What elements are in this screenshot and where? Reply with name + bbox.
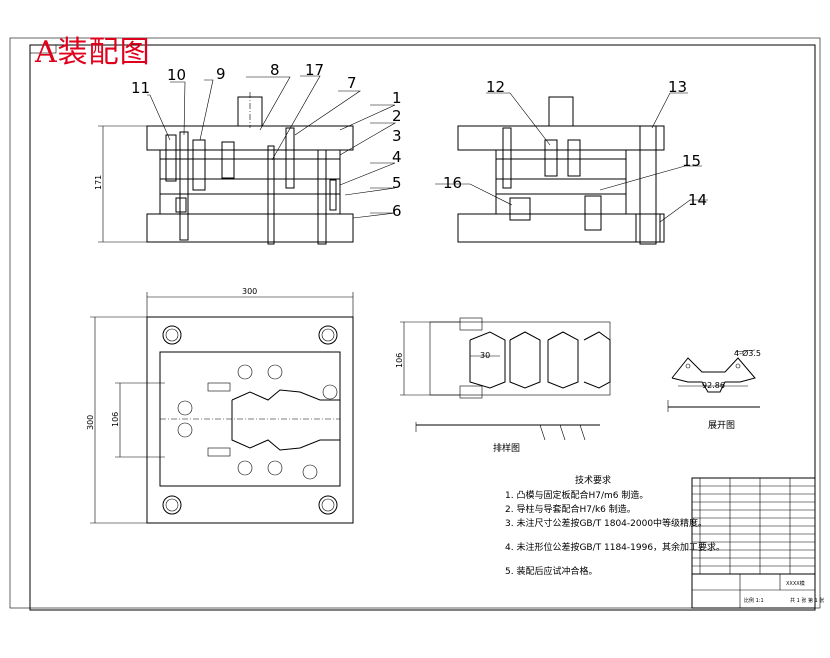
callout-1: 1 — [392, 89, 402, 107]
callout-4: 4 — [392, 148, 402, 166]
callout-10: 10 — [167, 66, 186, 84]
tech-heading: 技术要求 — [575, 474, 611, 486]
callout-8: 8 — [270, 61, 280, 79]
tech-item-1: 1. 凸模与固定板配合H7/m6 制造。 — [505, 489, 648, 501]
dim-plan-width: 300 — [242, 287, 257, 296]
tech-item-5: 5. 装配后应试冲合格。 — [505, 565, 597, 577]
blank-label: 展开图 — [708, 420, 735, 431]
front-section-view: 171 — [94, 75, 397, 245]
title-block-sheet: 共 1 张 第 1 张 — [790, 597, 824, 604]
plan-view: 300 300 106 — [86, 287, 354, 524]
outer-border — [9, 37, 821, 609]
dim-plan-height: 300 — [86, 415, 95, 430]
callout-12: 12 — [486, 78, 505, 96]
inner-border — [29, 44, 816, 611]
title-block: XXXX模 比例 1:1 共 1 张 第 1 张 — [691, 477, 824, 609]
callout-14: 14 — [688, 191, 707, 209]
tech-item-3: 3. 未注尺寸公差按GB/T 1804-2000中等级精度。 — [505, 517, 707, 529]
dim-strip-height: 106 — [395, 353, 404, 368]
tech-requirements: 技术要求 1. 凸模与固定板配合H7/m6 制造。 2. 导柱与导套配合H7/k… — [505, 474, 725, 577]
callout-16: 16 — [443, 174, 462, 192]
side-section-view — [435, 92, 708, 245]
dim-plan-inner: 106 — [111, 412, 120, 427]
dim-front-height: 171 — [94, 175, 103, 190]
blank-view: 92.86 4-Ø3.5 展开图 — [667, 348, 761, 431]
callout-3: 3 — [392, 127, 402, 145]
dim-blank-holes: 4-Ø3.5 — [734, 348, 761, 358]
tech-item-4: 4. 未注形位公差按GB/T 1184-1996，其余加工要求。 — [505, 541, 725, 553]
corner-tag — [29, 44, 57, 54]
callout-17: 17 — [305, 61, 324, 79]
strip-layout-label: 排样图 — [493, 442, 520, 454]
tech-item-2: 2. 导柱与导套配合H7/k6 制造。 — [505, 503, 636, 515]
callout-11: 11 — [131, 79, 150, 97]
dim-blank-width: 92.86 — [702, 381, 725, 390]
callout-5: 5 — [392, 174, 402, 192]
callout-13: 13 — [668, 78, 687, 96]
callout-15: 15 — [682, 152, 701, 170]
dim-strip-pitch: 30 — [480, 351, 490, 360]
title-block-drawing-name: XXXX模 — [786, 580, 805, 587]
callout-2: 2 — [392, 107, 402, 125]
title-block-scale: 比例 1:1 — [744, 597, 764, 604]
callout-7: 7 — [347, 74, 357, 92]
drawing-title: A装配图 — [35, 35, 151, 70]
part-callouts: 1 2 3 4 5 6 7 8 9 10 11 12 13 14 15 16 1… — [131, 61, 707, 220]
callout-6: 6 — [392, 202, 402, 220]
callout-9: 9 — [216, 65, 226, 83]
strip-layout-view: 106 30 排样图 — [395, 317, 611, 454]
